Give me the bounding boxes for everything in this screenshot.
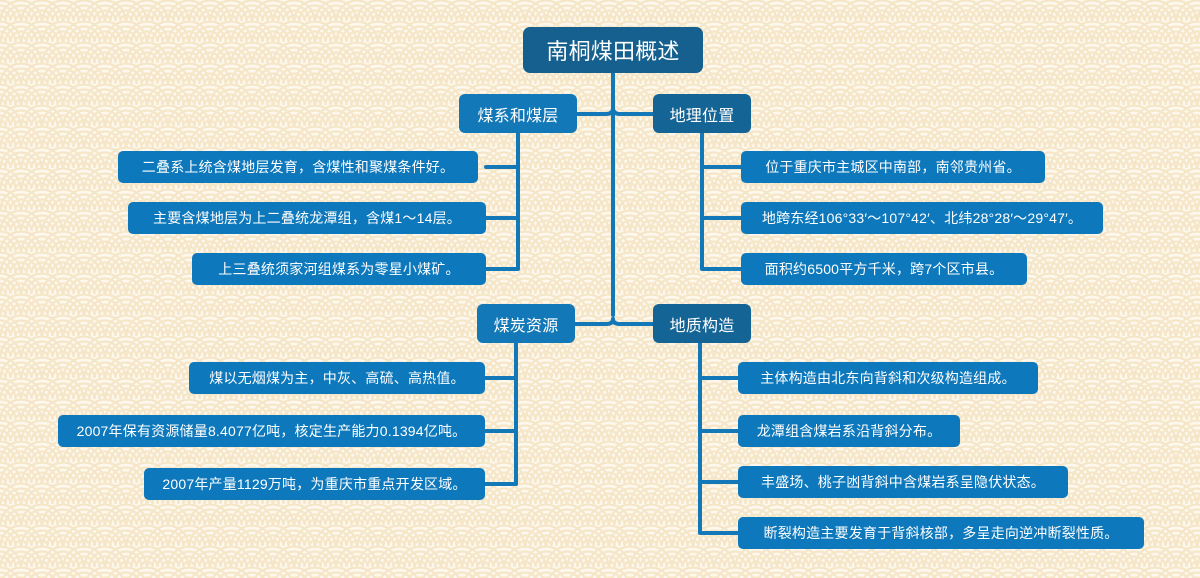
leaf-node-geological-structure-1[interactable]: 龙潭组含煤岩系沿背斜分布。	[738, 415, 960, 447]
leaf-node-coal-measures-1[interactable]: 主要含煤地层为上二叠统龙潭组，含煤1～14层。	[128, 202, 486, 234]
leaf-node-coal-measures-2[interactable]: 上三叠统须家河组煤系为零星小煤矿。	[192, 253, 486, 285]
link-trunk-geographic-location	[611, 106, 655, 116]
leaf-node-coal-resources-0[interactable]: 煤以无烟煤为主，中灰、高硫、高热值。	[189, 362, 485, 394]
branch-node-geological-structure[interactable]: 地质构造	[653, 304, 751, 343]
root-node[interactable]: 南桐煤田概述	[523, 27, 703, 73]
link-coal-measures-stem	[484, 131, 520, 271]
leaf-node-geographic-location-2[interactable]: 面积约6500平方千米，跨7个区市县。	[741, 253, 1027, 285]
leaf-node-geological-structure-2[interactable]: 丰盛场、桃子凼背斜中含煤岩系呈隐伏状态。	[738, 466, 1068, 498]
leaf-node-geographic-location-1[interactable]: 地跨东经106°33′～107°42′、北纬28°28′～29°47′。	[741, 202, 1103, 234]
link-geographic-location-stem	[700, 131, 743, 271]
leaf-node-coal-measures-0[interactable]: 二叠系上统含煤地层发育，含煤性和聚煤条件好。	[118, 151, 478, 183]
leaf-node-coal-resources-1[interactable]: 2007年保有资源储量8.4077亿吨，核定生产能力0.1394亿吨。	[58, 415, 485, 447]
branch-node-geographic-location[interactable]: 地理位置	[653, 94, 751, 133]
leaf-node-geographic-location-0[interactable]: 位于重庆市主城区中南部，南邻贵州省。	[741, 151, 1045, 183]
link-coal-resources-stem	[483, 341, 518, 486]
leaf-node-geological-structure-0[interactable]: 主体构造由北东向背斜和次级构造组成。	[738, 362, 1038, 394]
leaf-node-geological-structure-3[interactable]: 断裂构造主要发育于背斜核部，多呈走向逆冲断裂性质。	[738, 517, 1144, 549]
link-trunk-geological-structure	[611, 317, 655, 326]
leaf-node-coal-resources-2[interactable]: 2007年产量1129万吨，为重庆市重点开发区域。	[144, 468, 485, 500]
branch-node-coal-measures[interactable]: 煤系和煤层	[459, 94, 577, 133]
branch-node-coal-resources[interactable]: 煤炭资源	[477, 304, 575, 343]
link-geological-structure-stem	[698, 341, 740, 535]
